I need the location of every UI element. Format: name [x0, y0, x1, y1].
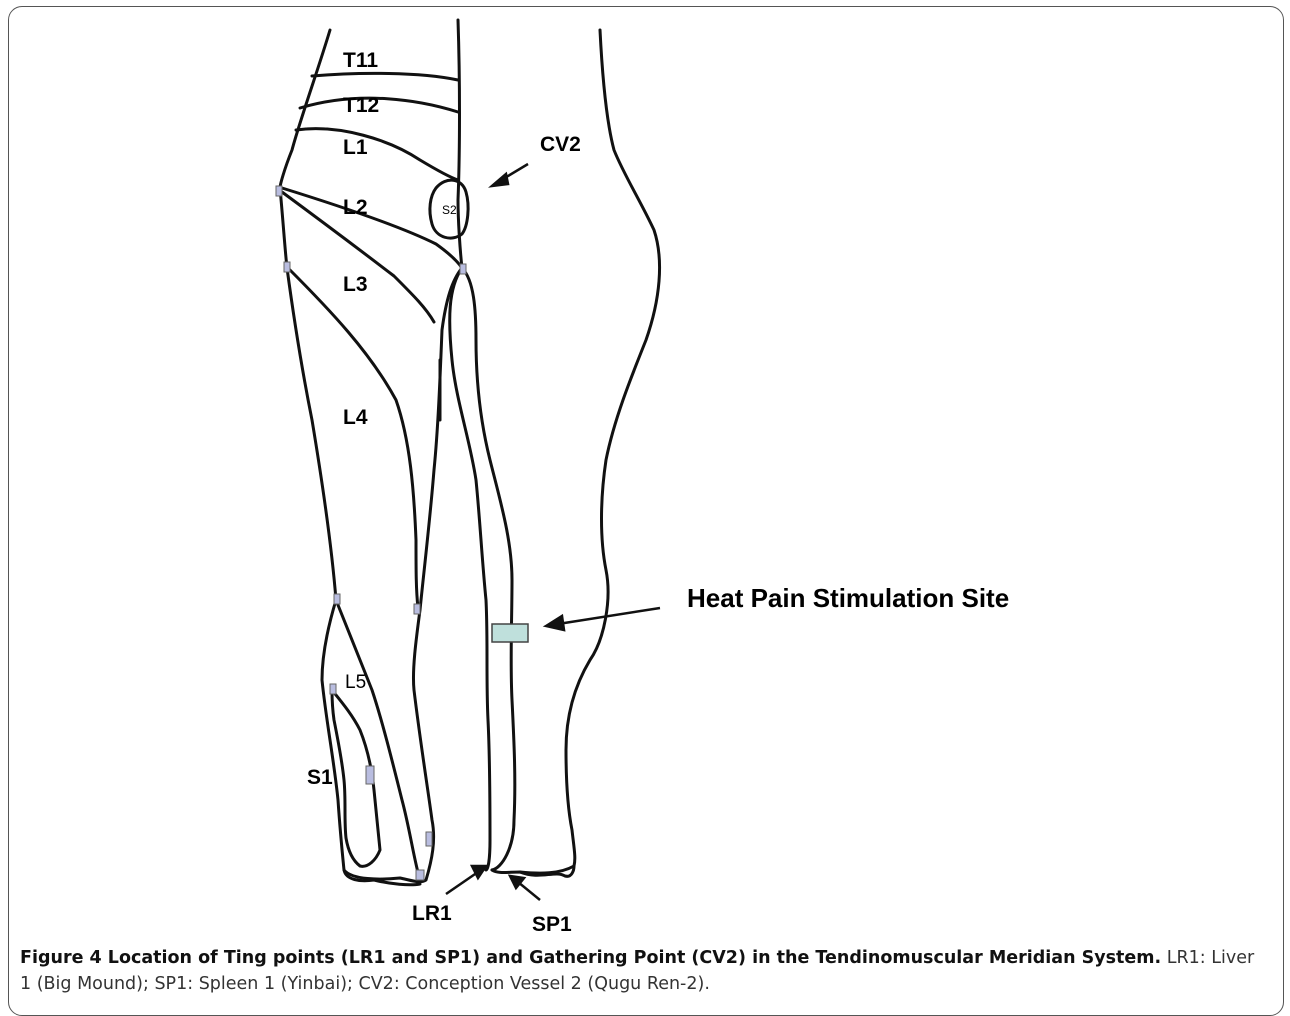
- marker: [416, 870, 424, 880]
- label-cv2: CV2: [540, 133, 581, 156]
- lr1-arrowhead: [472, 866, 486, 878]
- label-l2: L2: [343, 196, 368, 219]
- label-t12: T12: [343, 94, 379, 117]
- marker: [284, 262, 290, 272]
- label-s1: S1: [307, 766, 333, 789]
- label-l1: L1: [343, 136, 368, 159]
- stimulation-arrow: [558, 608, 660, 624]
- marker: [366, 766, 374, 784]
- lr1-arrow: [446, 872, 478, 894]
- band-t11-t12: [312, 73, 458, 80]
- label-stimulation-site: Heat Pain Stimulation Site: [687, 583, 1009, 613]
- marker: [276, 186, 282, 196]
- stimulation-arrowhead: [546, 616, 564, 630]
- left-leg-outline: [280, 20, 462, 882]
- label-t11: T11: [343, 49, 378, 72]
- stimulation-site-marker: [492, 624, 528, 642]
- label-s2: S2: [442, 203, 457, 217]
- marker: [426, 832, 432, 846]
- band-l3-l4: [288, 268, 418, 608]
- caption-title: Figure 4 Location of Ting points (LR1 an…: [20, 948, 1161, 968]
- marker: [334, 594, 340, 604]
- marker: [330, 684, 336, 694]
- marker: [460, 264, 466, 274]
- band-l1-l2: [296, 129, 458, 180]
- marker: [414, 604, 420, 614]
- label-l4: L4: [343, 406, 368, 429]
- right-foot-toes: [520, 866, 574, 876]
- label-sp1: SP1: [532, 913, 572, 936]
- label-l3: L3: [343, 273, 368, 296]
- right-leg-outer: [492, 30, 660, 873]
- label-lr1: LR1: [412, 902, 452, 925]
- sp1-arrow: [518, 882, 540, 900]
- label-l5: L5: [345, 672, 366, 693]
- right-leg-inner: [450, 268, 490, 870]
- figure-caption: Figure 4 Location of Ting points (LR1 an…: [20, 945, 1270, 997]
- cv2-arrowhead: [492, 174, 508, 186]
